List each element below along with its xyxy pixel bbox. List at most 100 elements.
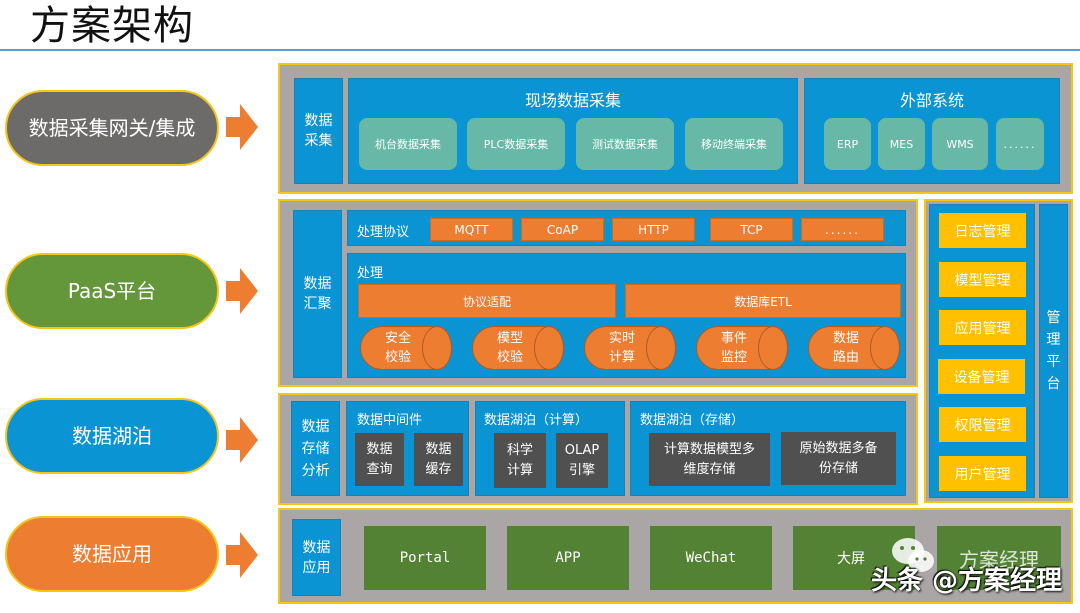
processing-bar: 数据库ETL <box>625 284 901 318</box>
cylinder-line: 实时 <box>608 331 635 346</box>
management-item: 日志管理 <box>939 213 1026 248</box>
item-line: 份存储 <box>818 460 858 476</box>
cylinder-line: 数据 <box>832 331 859 346</box>
middleware-item: 数据查询 <box>355 433 404 486</box>
external-item: WMS <box>932 118 988 170</box>
lake-storage-item: 计算数据模型多维度存储 <box>649 433 770 486</box>
cylinder-cap <box>870 326 900 370</box>
management-item: 设备管理 <box>938 359 1025 394</box>
external-item: ...... <box>996 118 1044 170</box>
cylinder-label: 事件监控 <box>702 329 766 367</box>
field-item: 移动终端采集 <box>685 118 783 170</box>
layer-pill-collection: 数据采集网关/集成 <box>5 90 219 166</box>
lake-storage-panel: 数据湖泊（存储） 计算数据模型多维度存储 原始数据多备份存储 <box>630 401 906 496</box>
management-items-panel: 日志管理 模型管理 应用管理 设备管理 权限管理 用户管理 <box>929 204 1035 498</box>
external-item: ERP <box>824 118 871 170</box>
external-item: MES <box>878 118 925 170</box>
item-line: 维度存储 <box>683 461 736 477</box>
cylinder-line: 计算 <box>608 350 635 365</box>
item-line: 引擎 <box>568 462 595 478</box>
item-line: OLAP <box>564 442 600 458</box>
cylinder-line: 模型 <box>496 331 523 346</box>
aggregation-side-label: 数据汇聚 <box>293 210 342 378</box>
processing-cylinder: 事件监控 <box>696 326 788 370</box>
lake-storage-title: 数据湖泊（存储） <box>640 413 745 428</box>
layer-label: 数据湖泊 <box>72 424 152 448</box>
protocol-item: ...... <box>801 218 884 241</box>
processing-bar: 协议适配 <box>358 284 616 318</box>
item-line: 查询 <box>366 461 393 477</box>
application-item-app: APP <box>507 526 629 590</box>
arrow-right-icon <box>226 104 258 150</box>
storage-side-label: 数据存储分析 <box>291 401 340 496</box>
arrow-right-icon <box>226 268 258 314</box>
processing-cylinder: 安全校验 <box>360 326 452 370</box>
external-systems-panel: 外部系统 ERP MES WMS ...... <box>804 78 1060 184</box>
side-label-line: 采集 <box>304 133 333 149</box>
item-line: 科学 <box>506 442 533 458</box>
item-line: 数据 <box>425 441 452 457</box>
item-line: 原始数据多备 <box>799 440 878 456</box>
side-label-line: 分析 <box>301 462 330 479</box>
management-item: 模型管理 <box>939 262 1026 297</box>
item-line: 数据 <box>366 441 393 457</box>
field-item: 机台数据采集 <box>359 118 457 170</box>
processing-title: 处理 <box>357 266 384 281</box>
cylinder-line: 监控 <box>720 350 747 365</box>
side-label-line: 平 <box>1046 354 1061 370</box>
cylinder-cap <box>646 326 676 370</box>
side-label-text: 数据应用 <box>303 538 331 578</box>
side-label-text: 数据存储分析 <box>302 416 330 482</box>
layer-label: 数据采集网关/集成 <box>28 116 196 140</box>
processing-cylinder: 数据路由 <box>808 326 900 370</box>
page-title: 方案架构 <box>30 3 194 49</box>
field-collection-panel: 现场数据采集 机台数据采集 PLC数据采集 测试数据采集 移动终端采集 <box>348 78 798 184</box>
management-side-label: 管理平台 <box>1039 204 1068 498</box>
middleware-title: 数据中间件 <box>357 413 423 428</box>
side-label-line: 数据 <box>303 276 332 292</box>
side-label-line: 台 <box>1046 376 1061 392</box>
application-side-label: 数据应用 <box>292 519 341 596</box>
side-label-line: 数据 <box>304 113 333 129</box>
side-label-line: 汇聚 <box>303 296 332 312</box>
lake-compute-title: 数据湖泊（计算） <box>484 413 589 428</box>
lake-compute-panel: 数据湖泊（计算） 科学计算 OLAP 引擎 <box>475 401 625 496</box>
side-label-text: 数据汇聚 <box>304 274 332 314</box>
side-label-line: 理 <box>1046 332 1061 348</box>
side-label-line: 管 <box>1046 310 1061 326</box>
cylinder-line: 校验 <box>496 350 523 365</box>
item-line: 缓存 <box>425 461 452 477</box>
protocols-title: 处理协议 <box>357 225 410 240</box>
application-item-bigscreen: 大屏 <box>793 526 915 590</box>
application-item-wechat: WeChat <box>650 526 772 590</box>
middleware-item: 数据缓存 <box>414 433 463 486</box>
protocol-item: CoAP <box>521 218 604 241</box>
external-systems-title: 外部系统 <box>899 91 964 110</box>
cylinder-line: 事件 <box>720 331 747 346</box>
processing-cylinder: 模型校验 <box>472 326 564 370</box>
protocol-item: HTTP <box>612 218 695 241</box>
layer-pill-paas: PaaS平台 <box>5 253 219 329</box>
cylinder-label: 数据路由 <box>814 329 878 367</box>
field-collection-title: 现场数据采集 <box>524 91 621 110</box>
arrow-right-icon <box>226 532 258 578</box>
cylinder-cap <box>534 326 564 370</box>
side-label-line: 存储 <box>301 440 330 457</box>
processing-cylinder: 实时计算 <box>584 326 676 370</box>
application-item-portal: Portal <box>364 526 486 590</box>
cylinder-cap <box>758 326 788 370</box>
cylinder-line: 安全 <box>384 331 411 346</box>
field-item: 测试数据采集 <box>576 118 674 170</box>
protocol-item: TCP <box>710 218 793 241</box>
wechat-icon <box>892 538 934 572</box>
cylinder-label: 安全校验 <box>366 329 430 367</box>
side-label-line: 数据 <box>302 539 331 556</box>
lake-compute-item: 科学计算 <box>494 433 546 488</box>
side-label-text: 数据采集 <box>305 111 333 151</box>
application-item-overlay: 方案经理 <box>937 526 1061 590</box>
item-line: 计算数据模型多 <box>663 441 755 457</box>
processing-panel: 处理 协议适配 数据库ETL 安全校验 模型校验 实时计算 事件监控 数据路由 <box>347 253 906 378</box>
management-item: 权限管理 <box>939 407 1026 442</box>
layer-label: PaaS平台 <box>67 279 157 303</box>
layer-pill-datalake: 数据湖泊 <box>5 398 219 474</box>
